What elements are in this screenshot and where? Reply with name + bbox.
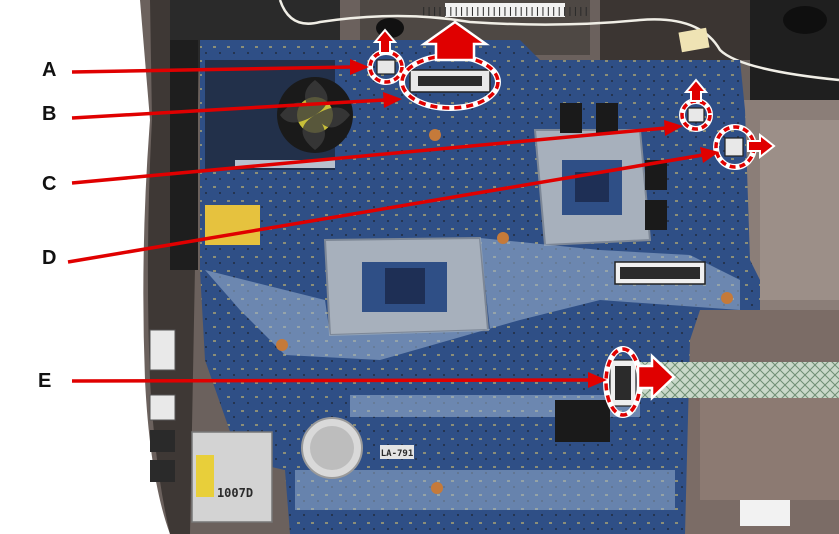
connector-d	[724, 137, 744, 157]
touchpad-bay	[700, 380, 839, 500]
connector-a	[376, 59, 396, 75]
leader-line-d	[67, 147, 719, 264]
chip-3	[645, 160, 667, 190]
chip-2	[596, 103, 618, 133]
card-reader-sticker	[196, 455, 214, 497]
southbridge-chip	[555, 400, 610, 442]
callout-label-e: E	[38, 370, 52, 392]
touchpad-ribbon-cable	[640, 362, 839, 398]
fan-blades	[280, 80, 350, 150]
chip-4	[645, 200, 667, 230]
card-reader-marking: 1007D	[217, 486, 253, 500]
callout-circle-b	[400, 54, 500, 110]
callout-label-c: C	[42, 173, 57, 195]
mount-hole-5	[431, 482, 443, 494]
lcd-connector-slot	[620, 267, 700, 279]
audio-jack-2	[150, 460, 175, 482]
audio-jack-1	[150, 430, 175, 452]
leader-line-a	[71, 59, 369, 75]
connector-b-slot	[418, 76, 482, 86]
connector-c	[687, 107, 705, 123]
white-tab	[740, 500, 790, 526]
callout-label-a: A	[42, 59, 57, 81]
connector-e-slot	[615, 366, 631, 400]
mount-hole-2	[497, 232, 509, 244]
leader-line-c	[71, 120, 683, 185]
cpu-socket	[385, 268, 425, 304]
board-silkscreen-band	[205, 238, 740, 360]
usb-port-2	[149, 394, 176, 421]
usb-port-1	[149, 329, 176, 371]
antenna-wire-white	[278, 0, 839, 82]
board-bottom-band	[295, 470, 675, 510]
pull-arrow-d-icon	[747, 132, 776, 160]
top-sticker	[445, 3, 565, 17]
left-black-strip	[170, 40, 198, 270]
leader-line-e	[71, 372, 607, 388]
callout-label-d: D	[42, 247, 57, 269]
top-sticker-text: |||||||||||||||||||||||||||||||	[421, 7, 589, 17]
callout-label-b: B	[42, 103, 57, 125]
chip-1	[560, 103, 582, 133]
chip-marking-text: LA-791	[381, 449, 414, 459]
mount-hole-1	[429, 129, 441, 141]
pull-arrow-e-icon	[636, 353, 676, 401]
mount-hole-4	[721, 292, 733, 304]
cmos-battery-face	[310, 426, 354, 470]
tape-piece	[678, 27, 710, 53]
chip-marking-plate	[380, 445, 414, 459]
leader-line-b	[71, 92, 402, 120]
mount-hole-3	[276, 339, 288, 351]
pull-arrow-b-icon	[420, 20, 490, 62]
speaker-grill	[783, 6, 827, 34]
pull-arrow-c-icon	[683, 78, 709, 102]
right-chassis-panel	[760, 120, 839, 300]
pull-arrow-a-icon	[372, 28, 398, 54]
